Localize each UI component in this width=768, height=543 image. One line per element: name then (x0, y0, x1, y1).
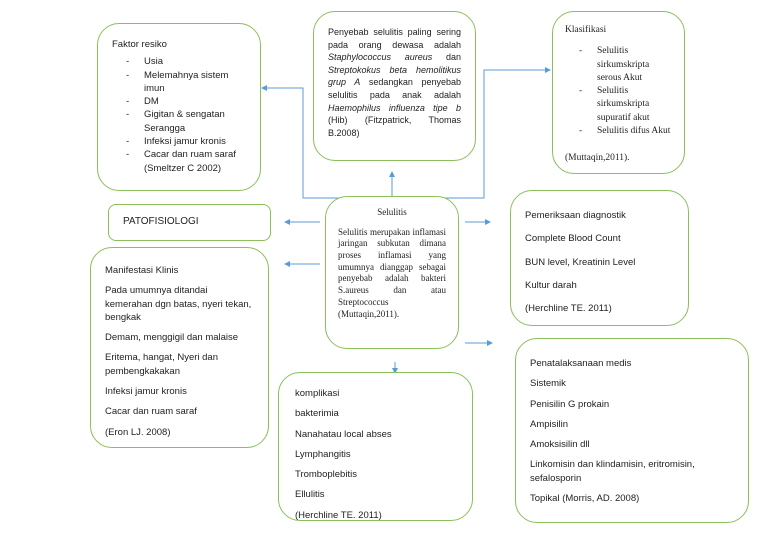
list-item: Ampisilin (530, 418, 569, 430)
list-item: Nanahatau local abses (295, 428, 392, 440)
list-item: komplikasi (295, 388, 340, 399)
list-item: Eritema, hangat, Nyeri dan pembengkakaka… (105, 352, 219, 377)
selulitis-box: Selulitis Selulitis merupakan inflamasi … (325, 196, 459, 349)
komplikasi-box: komplikasi bakterimia Nanahatau local ab… (278, 372, 473, 521)
list-item: Sistemik (530, 378, 566, 390)
list-item: DM (126, 95, 246, 109)
klasifikasi-title: Klasifikasi (565, 25, 607, 35)
penyebab-box: Penyebab selulitis paling sering pada or… (313, 11, 476, 161)
selulitis-ref: (Muttaqin,2011). (338, 308, 400, 319)
list-item: Linkomisin dan klindamisin, eritromisin,… (530, 459, 695, 484)
list-item: Infeksi jamur kronis (105, 386, 187, 398)
list-item: BUN level, Kreatinin Level (525, 256, 636, 268)
faktor-title: Faktor resiko (112, 39, 167, 50)
list-item: Selulitis sirkumskripta serous Akut (579, 45, 672, 85)
list-item: bakterimia (295, 408, 339, 420)
list-item: Cacar dan ruam saraf (126, 148, 246, 162)
text: sedangkan penyebab selulitis pada anak a… (328, 77, 461, 100)
pemeriksaan-box: Pemeriksaan diagnostik Complete Blood Co… (510, 190, 689, 326)
text: Streptokokus beta hemolitikus grup A (328, 64, 461, 88)
list-item: Complete Blood Count (525, 233, 621, 245)
list-item: Lymphangitis (295, 448, 351, 460)
list-item: Usia (126, 55, 246, 69)
list-item: (Eron LJ. 2008) (105, 426, 171, 438)
klasifikasi-ref: (Muttaqin,2011). (565, 153, 630, 164)
list-item: Pemeriksaan diagnostik (525, 210, 626, 221)
list-item: Selulitis difus Akut (579, 125, 672, 139)
list-item: Tromboplebitis (295, 469, 357, 481)
selulitis-title: Selulitis (377, 207, 407, 217)
manifestasi-box: Manifestasi Klinis Pada umumnya ditandai… (90, 247, 269, 448)
list-item: Melemahnya sistem imun (126, 69, 246, 96)
list-item: Infeksi jamur kronis (126, 135, 246, 149)
text: Haemophilus influenza tipe b (328, 102, 461, 113)
list-item: Topikal (Morris, AD. 2008) (530, 493, 640, 505)
list-item: (Herchline TE. 2011) (525, 303, 612, 315)
list-item: Selulitis sirkumskripta supuratif akut (579, 85, 672, 125)
text: dan (432, 52, 461, 63)
list-item: Amoksisilin dll (530, 439, 590, 451)
list-item: Demam, menggigil dan malaise (105, 332, 239, 344)
list-item: Pada umumnya ditandai kemerahan dgn bata… (105, 285, 252, 323)
text: (Hib) (Fitzpatrick, Thomas B.2008) (328, 115, 461, 138)
list-item: (Herchline TE. 2011) (295, 509, 382, 521)
klasifikasi-box: Klasifikasi Selulitis sirkumskripta sero… (552, 11, 685, 174)
faktor-resiko-box: Faktor resiko Usia Melemahnya sistem imu… (97, 23, 261, 191)
text: Penyebab selulitis paling sering pada or… (328, 27, 461, 50)
text: Staphylococcus aureus (328, 52, 433, 63)
list-item: Manifestasi Klinis (105, 265, 179, 276)
patofisiologi-box: PATOFISIOLOGI (108, 204, 271, 241)
list-item: Kultur darah (525, 279, 577, 291)
list-item: Ellulitis (295, 489, 325, 501)
faktor-ref: (Smeltzer C 2002) (144, 162, 222, 174)
list-item: Penatalaksanaan medis (530, 358, 632, 369)
penatalaksanaan-box: Penatalaksanaan medis Sistemik Penisilin… (515, 338, 749, 523)
list-item: Cacar dan ruam saraf (105, 406, 197, 418)
list-item: Gigitan & sengatan Serangga (126, 108, 246, 135)
selulitis-body: Selulitis merupakan inflamasi jaringan s… (338, 226, 446, 307)
patofisiologi-label: PATOFISIOLOGI (123, 216, 199, 227)
list-item: Penisilin G prokain (530, 398, 610, 410)
